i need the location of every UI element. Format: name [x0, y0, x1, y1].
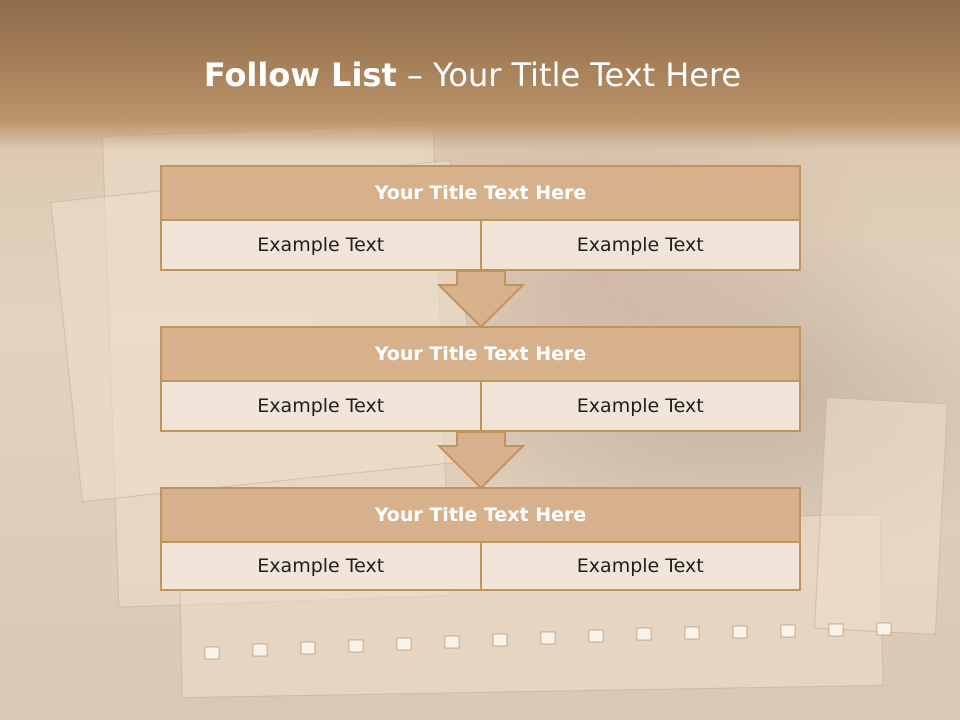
block-right-text: Example Text — [479, 221, 800, 269]
down-arrow-icon — [437, 432, 525, 490]
block-row: Example Text Example Text — [160, 382, 801, 432]
block-left-text: Example Text — [257, 234, 385, 256]
block-right-text: Example Text — [479, 543, 800, 589]
letter-card — [814, 396, 948, 636]
block-title: Your Title Text Here — [160, 487, 801, 543]
list-block-2: Your Title Text Here Example Text Exampl… — [160, 326, 801, 432]
title-bold: Follow List — [203, 56, 397, 94]
list-block-3: Your Title Text Here Example Text Exampl… — [160, 487, 801, 591]
filmstrip-decoration — [204, 622, 892, 660]
title-band — [0, 0, 960, 150]
block-title: Your Title Text Here — [160, 326, 801, 382]
slide-title: Follow List – Your Title Text Here — [0, 52, 945, 98]
block-row: Example Text Example Text — [160, 543, 801, 591]
block-title: Your Title Text Here — [160, 165, 801, 221]
block-right-text: Example Text — [479, 382, 800, 430]
down-arrow-icon — [437, 271, 525, 329]
list-block-1: Your Title Text Here Example Text Exampl… — [160, 165, 801, 271]
block-left-text: Example Text — [257, 395, 385, 417]
block-row: Example Text Example Text — [160, 221, 801, 271]
block-left-text: Example Text — [257, 555, 385, 577]
title-rest: – Your Title Text Here — [396, 56, 742, 94]
